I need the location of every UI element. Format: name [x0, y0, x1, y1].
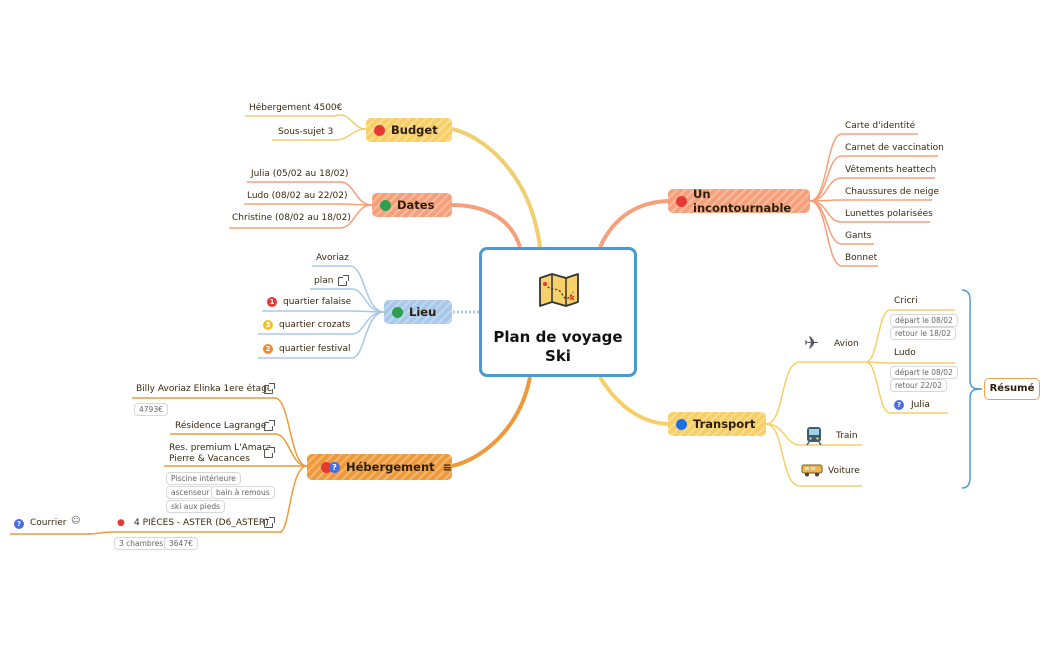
- central-topic[interactable]: Plan de voyage Ski: [479, 247, 637, 377]
- hebergement-item-courrier[interactable]: Courrier: [30, 518, 67, 528]
- topic-label: Transport: [693, 417, 756, 431]
- date-tag: départ le 08/02: [890, 366, 958, 379]
- budget-item-sous-sujet[interactable]: Sous-sujet 3: [278, 127, 334, 137]
- lieu-item-festival[interactable]: quartier festival: [279, 344, 351, 354]
- red-marker-icon: [676, 195, 687, 207]
- lieu-item-plan[interactable]: plan: [314, 276, 334, 286]
- lieu-item-falaise[interactable]: quartier falaise: [283, 297, 352, 307]
- blue-marker-icon: [676, 418, 687, 430]
- external-link-icon[interactable]: [264, 517, 275, 528]
- topic-budget[interactable]: Budget: [366, 118, 452, 142]
- priority-2-icon: 2: [263, 344, 273, 354]
- topic-label: Lieu: [409, 305, 437, 319]
- hebergement-item-residence[interactable]: Résidence Lagrange: [175, 421, 267, 431]
- red-marker-icon: [374, 124, 385, 136]
- hebergement-item-aster[interactable]: 4 PIÈCES - ASTER (D6_ASTER): [134, 518, 269, 528]
- topic-incontournable[interactable]: Un incontournable: [668, 187, 810, 215]
- price-tag: 3647€: [164, 537, 198, 550]
- transport-item-voiture[interactable]: Voiture: [828, 466, 860, 476]
- date-tag: retour 22/02: [890, 379, 947, 392]
- topic-label: Dates: [397, 198, 435, 212]
- price-tag: 4793€: [134, 403, 168, 416]
- incontournable-item[interactable]: Vêtements heattech: [845, 165, 937, 175]
- lieu-item-crozats[interactable]: quartier crozats: [279, 320, 351, 330]
- summary-resume[interactable]: Résumé: [984, 378, 1040, 400]
- topic-transport[interactable]: Transport: [668, 412, 766, 436]
- lieu-item-avoriaz[interactable]: Avoriaz: [316, 253, 349, 263]
- budget-item-hebergement[interactable]: Hébergement 4500€: [249, 103, 343, 113]
- notes-icon[interactable]: ≡: [442, 460, 452, 474]
- priority-3-icon: 3: [263, 320, 273, 330]
- external-link-icon[interactable]: [264, 420, 275, 431]
- amenity-tag: ascenseur: [166, 486, 215, 499]
- avion-item-julia[interactable]: Julia: [911, 400, 930, 410]
- map-icon: [539, 273, 579, 307]
- transport-item-avion[interactable]: Avion: [834, 339, 859, 349]
- topic-hebergement[interactable]: ? Hébergement ≡: [307, 454, 452, 480]
- date-tag: retour le 18/02: [890, 327, 956, 340]
- external-link-icon[interactable]: [264, 383, 275, 394]
- incontournable-item[interactable]: Bonnet: [845, 253, 878, 263]
- incontournable-item[interactable]: Gants: [845, 231, 872, 241]
- red-marker-icon: [321, 461, 332, 473]
- topic-lieu[interactable]: Lieu: [384, 300, 452, 324]
- green-marker-icon: [392, 306, 403, 318]
- comment-icon[interactable]: ☺: [71, 516, 81, 526]
- priority-1-icon: 1: [267, 297, 277, 307]
- incontournable-item[interactable]: Carte d'identité: [845, 121, 916, 131]
- date-tag: départ le 08/02: [890, 314, 958, 327]
- avion-item-ludo[interactable]: Ludo: [894, 348, 916, 358]
- fire-icon: ●: [117, 518, 125, 528]
- train-icon: [806, 427, 822, 446]
- amenity-tag: Piscine intérieure: [166, 472, 241, 485]
- rooms-tag: 3 chambres: [114, 537, 169, 550]
- incontournable-item[interactable]: Chaussures de neige: [845, 187, 939, 197]
- incontournable-item[interactable]: Lunettes polarisées: [845, 209, 933, 219]
- external-link-icon[interactable]: [264, 447, 275, 458]
- dates-item-ludo[interactable]: Ludo (08/02 au 22/02): [247, 191, 348, 201]
- avion-item-cricri[interactable]: Cricri: [894, 296, 918, 306]
- help-marker-icon: ?: [329, 461, 340, 473]
- dates-item-christine[interactable]: Christine (08/02 au 18/02): [232, 213, 351, 223]
- hebergement-item-amara[interactable]: Res. premium L'Amara Pierre & Vacances: [169, 443, 272, 464]
- amenity-tag: bain à remous: [211, 486, 275, 499]
- topic-dates[interactable]: Dates: [372, 193, 452, 217]
- transport-item-train[interactable]: Train: [836, 431, 858, 441]
- amenity-tag: ski aux pieds: [166, 500, 226, 513]
- dates-item-julia[interactable]: Julia (05/02 au 18/02): [251, 169, 349, 179]
- help-icon: ?: [14, 519, 24, 529]
- hebergement-item-billy[interactable]: Billy Avoriaz Elinka 1ere étage: [136, 384, 273, 394]
- green-marker-icon: [380, 199, 391, 211]
- topic-label: Un incontournable: [693, 187, 792, 215]
- airplane-icon: ✈: [804, 333, 820, 354]
- help-icon: ?: [894, 400, 904, 410]
- topic-label: Budget: [391, 123, 438, 137]
- central-title: Plan de voyage Ski: [493, 328, 623, 365]
- car-icon: [801, 464, 823, 477]
- external-link-icon[interactable]: [338, 275, 349, 286]
- incontournable-item[interactable]: Carnet de vaccination: [845, 143, 944, 153]
- topic-label: Hébergement: [346, 460, 435, 474]
